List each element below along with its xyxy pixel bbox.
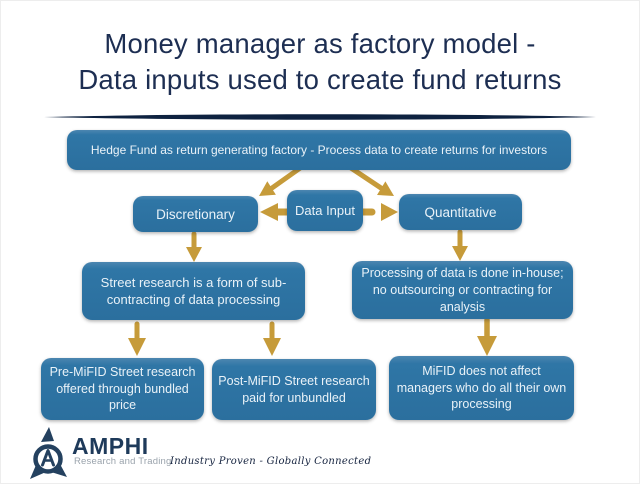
node-quantitative: Quantitative <box>399 194 522 230</box>
arrow-datainput-to-discretionary-icon <box>260 203 292 221</box>
node-hedge-fund: Hedge Fund as return generating factory … <box>67 130 571 170</box>
page-title: Money manager as factory model - Data in… <box>0 26 640 98</box>
slogan-text: Industry Proven - Globally Connected <box>170 456 372 467</box>
brand-subtitle: Research and Trading <box>74 456 172 467</box>
divider-line <box>44 114 596 120</box>
arrow-street-to-premifid-icon <box>128 321 146 356</box>
node-street-research: Street research is a form of sub-contrac… <box>82 262 305 320</box>
arrow-discretionary-to-street-icon <box>186 231 202 262</box>
arrow-quantitative-to-inhouse-icon <box>452 229 468 261</box>
page-title-line2: Data inputs used to create fund returns <box>78 64 562 95</box>
brand-name: AMPHI <box>72 433 149 459</box>
node-data-input: Data Input <box>287 190 363 231</box>
node-mifid-unaffected: MiFID does not affect managers who do al… <box>389 356 574 420</box>
node-pre-mifid: Pre-MiFID Street research offered throug… <box>41 358 204 420</box>
node-post-mifid: Post-MiFID Street research paid for unbu… <box>212 359 376 420</box>
arrow-street-to-postmifid-icon <box>263 321 281 356</box>
page-title-line1: Money manager as factory model - <box>104 28 536 59</box>
arrow-inhouse-to-mifid-icon <box>477 317 497 356</box>
node-discretionary: Discretionary <box>133 196 258 232</box>
amphi-logo-icon <box>30 427 67 479</box>
node-in-house: Processing of data is done in-house; no … <box>352 261 573 319</box>
arrow-datainput-to-quantitative-icon <box>358 203 398 221</box>
